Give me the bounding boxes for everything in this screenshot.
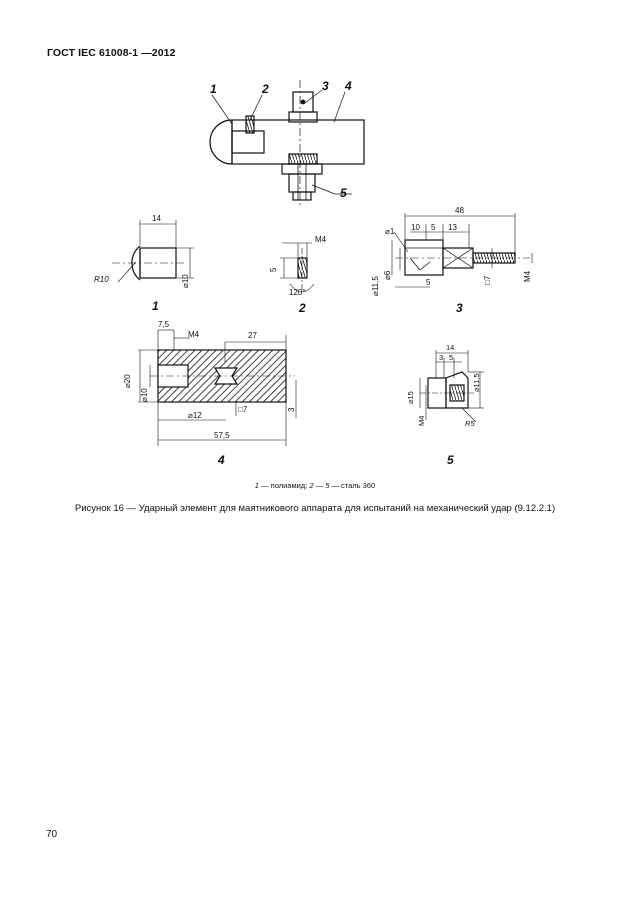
legend-t1: — полиамид; — [258, 481, 310, 490]
callout-2: 2 — [261, 82, 269, 96]
p5-dim-dia-top: ⌀11,5 — [472, 373, 481, 392]
part-5-label: 5 — [447, 453, 454, 467]
p3-dim-chamfer: ⌀1 — [385, 227, 395, 236]
p4-dim-dia-mid: ⌀12 — [188, 411, 202, 420]
part-3-drawing — [391, 213, 533, 288]
p2-dim-length: 5 — [269, 267, 278, 272]
legend-t2: — — [313, 481, 326, 490]
p1-dim-diameter: ⌀10 — [181, 274, 190, 288]
p4-dim-small: 3 — [287, 407, 296, 412]
p5-dim-dia: ⌀15 — [406, 391, 415, 404]
callout-5: 5 — [340, 186, 347, 200]
page-header: ГОСТ IEC 61008-1 —2012 — [47, 47, 176, 59]
p4-dim-dia-inner: ⌀10 — [140, 388, 149, 402]
part-4-label: 4 — [217, 453, 225, 467]
part-4-drawing — [138, 329, 297, 446]
figure-legend: 1 — полиамид; 2 — 5 — сталь 360 — [0, 481, 630, 490]
figure-caption: Рисунок 16 — Ударный элемент для маятник… — [74, 503, 556, 514]
p3-dim-dia-b: ⌀6 — [383, 270, 392, 280]
p5-dim-r: R5 — [465, 419, 475, 428]
assembly-view — [209, 80, 365, 205]
part-3-label: 3 — [456, 301, 463, 315]
page-number: 70 — [46, 829, 58, 840]
p3-dim-thread: M4 — [523, 270, 532, 282]
part-1-label: 1 — [152, 299, 159, 313]
p1-dim-length: 14 — [152, 214, 161, 223]
p5-dim-a: 3 — [439, 353, 443, 362]
legend-n1: 1 — [254, 481, 259, 490]
p5-dim-b: 5 — [449, 353, 453, 362]
callout-4: 4 — [344, 79, 352, 93]
p3-dim-dia-a: ⌀11,5 — [371, 276, 380, 296]
p4-dim-left: 7,5 — [158, 320, 170, 329]
p2-dim-thread: M4 — [315, 235, 327, 244]
part-5-drawing — [419, 350, 484, 423]
p5-dim-thread: M4 — [417, 416, 426, 426]
callout-3: 3 — [322, 79, 329, 93]
legend-t3: — сталь 360 — [329, 481, 376, 490]
p3-dim-total: 48 — [455, 206, 464, 215]
p3-dim-5: 5 — [431, 223, 436, 232]
p3-dim-square: □7 — [483, 275, 492, 285]
p4-dim-right: 27 — [248, 331, 257, 340]
callout-1: 1 — [210, 82, 217, 96]
p2-dim-angle: 120° — [289, 288, 306, 297]
p1-dim-radius: R10 — [94, 275, 109, 284]
p4-dim-total: 57,5 — [214, 431, 230, 440]
p3-dim-13: 13 — [448, 223, 457, 232]
legend-n2: 2 — [309, 481, 314, 490]
p4-dim-dia-outer: ⌀20 — [123, 374, 132, 388]
p3-dim-10: 10 — [411, 223, 420, 232]
legend-n3: 5 — [325, 481, 330, 490]
p4-dim-square: □7 — [238, 405, 248, 414]
p4-dim-thread: M4 — [188, 330, 200, 339]
p3-dim-short: 5 — [426, 278, 431, 287]
part-2-drawing — [280, 242, 315, 293]
part-1-drawing — [112, 220, 194, 283]
p5-dim-len: 14 — [446, 343, 454, 352]
part-2-label: 2 — [298, 301, 306, 315]
